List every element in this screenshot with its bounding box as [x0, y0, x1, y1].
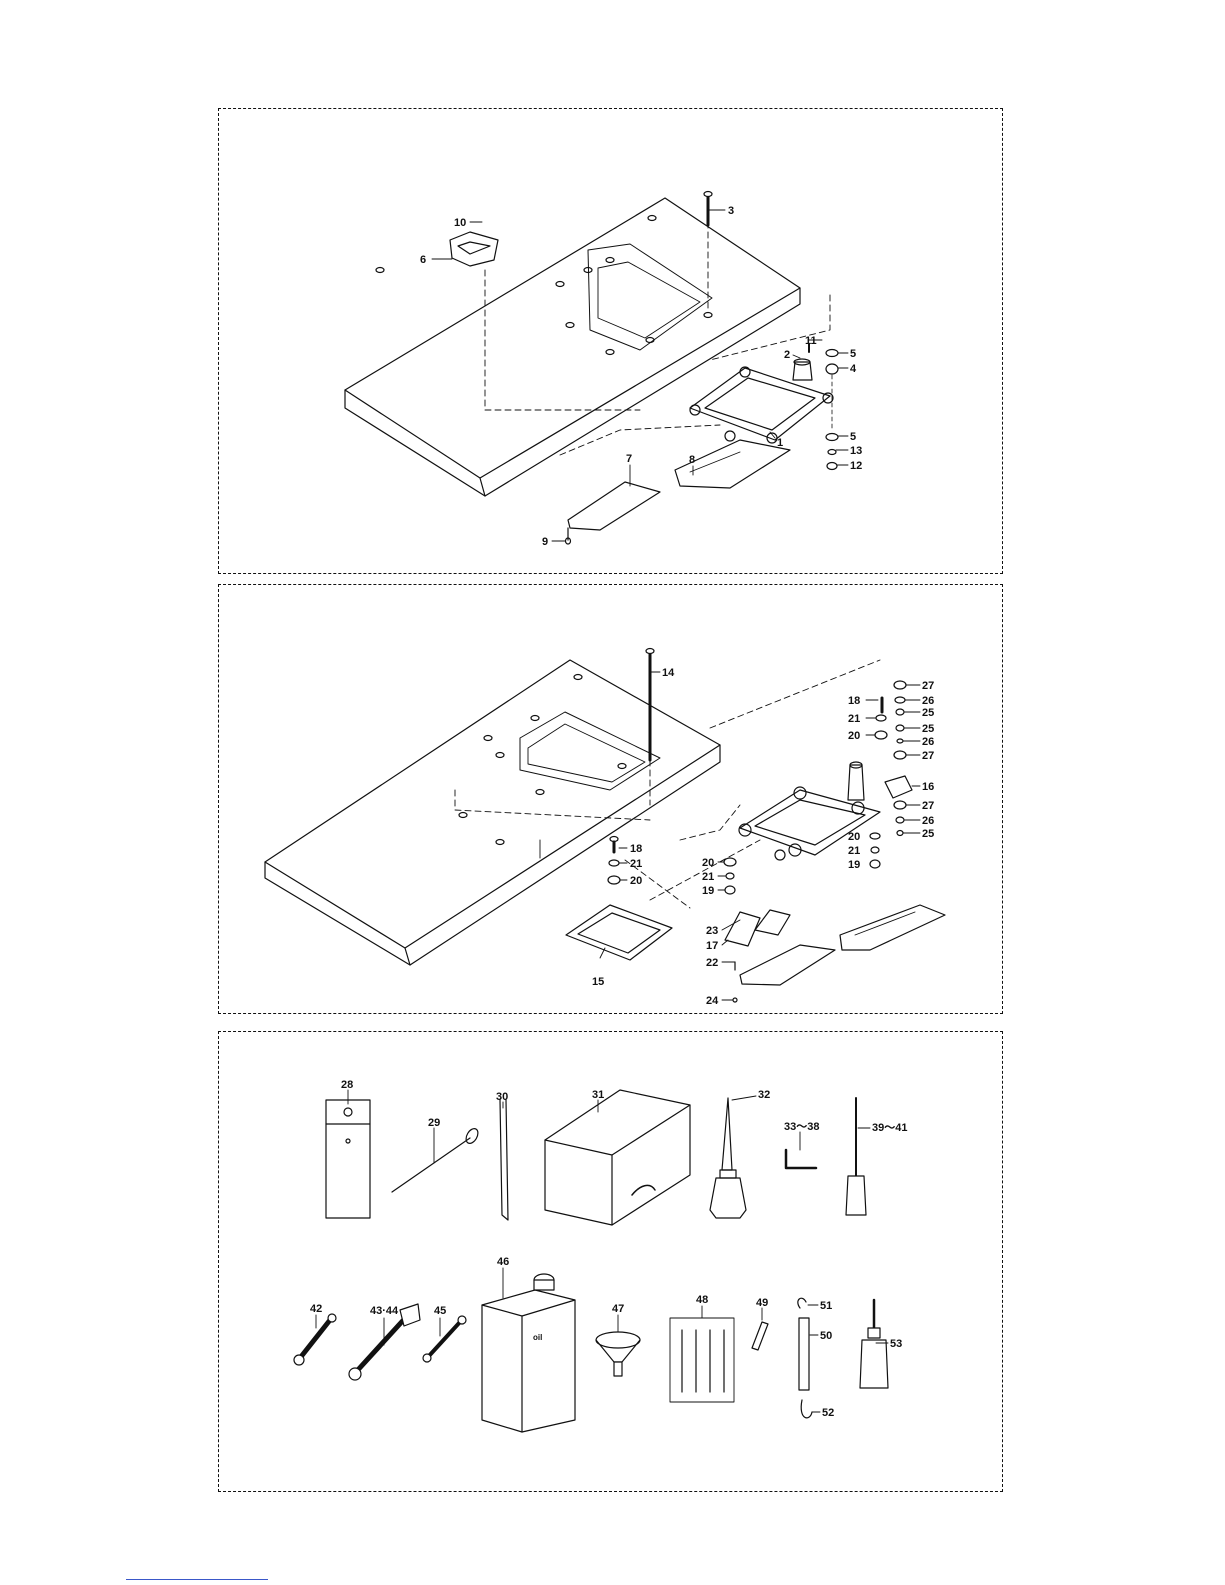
callout-25c: 25	[922, 828, 934, 840]
callout-45: 45	[434, 1305, 446, 1317]
callout-27a: 27	[922, 680, 934, 692]
callout-47: 47	[612, 1303, 624, 1315]
callout-26a: 26	[922, 695, 934, 707]
box-31	[545, 1090, 690, 1225]
callout-16: 16	[922, 781, 934, 793]
callout-27c: 27	[922, 800, 934, 812]
screwdriver-39-41	[846, 1098, 866, 1215]
callout-53: 53	[890, 1338, 902, 1350]
hex-wrench-33-38	[786, 1150, 816, 1168]
callout-42: 42	[310, 1303, 322, 1315]
callout-20d: 20	[630, 875, 642, 887]
callout-13: 13	[850, 445, 862, 457]
callout-46: 46	[497, 1256, 509, 1268]
instruction-bag-28	[326, 1100, 370, 1218]
callout-21a: 21	[848, 713, 860, 725]
callout-23: 23	[706, 925, 718, 937]
callout-17: 17	[706, 940, 718, 952]
callout-7: 7	[626, 453, 632, 465]
callout-18b: 18	[630, 843, 642, 855]
callout-15: 15	[592, 976, 604, 988]
callout-10: 10	[454, 217, 466, 229]
bobbin-winder-wire-29	[392, 1127, 480, 1192]
callout-33-38: 33～38	[784, 1121, 819, 1133]
callout-21c: 21	[702, 871, 714, 883]
callout-30: 30	[496, 1091, 508, 1103]
callout-24: 24	[706, 995, 719, 1007]
callout-8: 8	[689, 454, 695, 466]
callout-25a: 25	[922, 707, 934, 719]
callout-39-41: 39～41	[872, 1122, 907, 1134]
callout-29: 29	[428, 1117, 440, 1129]
callout-26c: 26	[922, 815, 934, 827]
callout-18a: 18	[848, 695, 860, 707]
callout-50: 50	[820, 1330, 832, 1342]
callout-43-44: 43·44	[370, 1305, 399, 1317]
callout-19b: 19	[702, 885, 714, 897]
callout-5a: 5	[850, 348, 856, 360]
oil-bottle-53	[860, 1300, 888, 1388]
table-top-2	[265, 660, 720, 965]
svg-text:oil: oil	[533, 1333, 542, 1342]
needles-48	[670, 1318, 734, 1402]
bolt-3	[704, 192, 712, 226]
callout-9: 9	[542, 536, 548, 548]
plate-15	[566, 905, 672, 960]
tweezer-30	[500, 1100, 508, 1220]
callout-52: 52	[822, 1407, 834, 1419]
callout-4: 4	[850, 363, 857, 375]
thread-holder-6	[450, 232, 498, 266]
knee-lifter-pad-49	[752, 1322, 768, 1350]
oil-can-46: oil	[482, 1274, 575, 1432]
callout-31: 31	[592, 1089, 604, 1101]
callout-21b: 21	[848, 845, 860, 857]
callout-49: 49	[756, 1297, 768, 1309]
callout-11: 11	[805, 335, 817, 347]
callout-20b: 20	[848, 831, 860, 843]
callout-48: 48	[696, 1294, 708, 1306]
hinge-bracket-16	[885, 776, 912, 798]
callout-19a: 19	[848, 859, 860, 871]
callout-1: 1	[777, 437, 783, 449]
callout-20a: 20	[848, 730, 860, 742]
callout-2: 2	[784, 349, 790, 361]
thread-holder-17-and-oil-pan	[725, 905, 945, 1002]
chain-50-51-52	[798, 1298, 812, 1418]
callout-28: 28	[341, 1079, 353, 1091]
callout-14: 14	[662, 667, 675, 679]
callout-20c: 20	[702, 857, 714, 869]
callout-27b: 27	[922, 750, 934, 762]
callout-26b: 26	[922, 736, 934, 748]
oiler-32	[710, 1098, 746, 1218]
callout-21d: 21	[630, 858, 642, 870]
callout-25b: 25	[922, 723, 934, 735]
funnel-47	[596, 1332, 640, 1376]
callout-12: 12	[850, 460, 862, 472]
callout-5b: 5	[850, 431, 856, 443]
oil-pan-7-8	[566, 440, 791, 544]
callout-6: 6	[420, 254, 426, 266]
callout-51: 51	[820, 1300, 832, 1312]
callout-32: 32	[758, 1089, 770, 1101]
wrench-45	[423, 1316, 466, 1362]
callout-3: 3	[728, 205, 734, 217]
wrench-42	[294, 1314, 336, 1365]
footer-link-underline	[126, 1579, 268, 1580]
callout-22: 22	[706, 957, 718, 969]
